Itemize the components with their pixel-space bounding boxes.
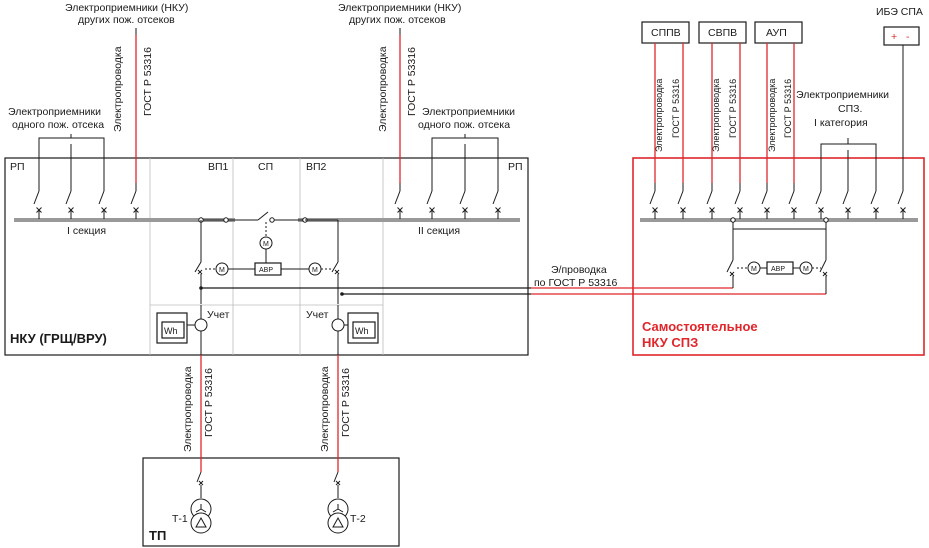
- consumers-spz-line3: I категория: [814, 117, 868, 129]
- t1-label: Т-1: [172, 513, 188, 525]
- spz-ats-assembly: M АВР M: [726, 217, 829, 277]
- wire-label-1: Э/проводка: [551, 264, 607, 276]
- nku-spz-title-line1: Самостоятельное: [642, 319, 758, 334]
- consumers-spz-line1: Электроприемники: [796, 89, 889, 101]
- sp-motor-icon: M: [263, 241, 269, 248]
- vp1-label: ВП1: [208, 161, 229, 173]
- tp-title: ТП: [149, 528, 166, 543]
- consumers-one-right-line1: Электроприемники: [422, 106, 515, 118]
- tp-frame: [142, 457, 400, 547]
- meter-left: Wh: [156, 305, 208, 355]
- ibe-minus: -: [906, 31, 910, 43]
- sppv-gost-label: ГОСТ Р 53316: [671, 79, 681, 138]
- consumers-spz-line2: СПЗ.: [838, 103, 862, 115]
- rp-left-label: РП: [10, 161, 25, 173]
- t1-gost-label: ГОСТ Р 53316: [203, 368, 215, 437]
- left-gost-label: ГОСТ Р 53316: [142, 47, 154, 116]
- spz-consumer-feeders: [820, 150, 877, 183]
- aup-box: [754, 21, 803, 44]
- nku-spz-title-line2: НКУ СПЗ: [642, 335, 698, 350]
- aup-label: АУП: [766, 27, 787, 39]
- wire-label-2: по ГОСТ Р 53316: [534, 277, 618, 289]
- avr-main-label: АВР: [259, 267, 273, 274]
- transformer-t1: [190, 471, 212, 534]
- wh-right-label: Wh: [355, 326, 369, 336]
- right-wiring-label: Электропроводка: [377, 46, 389, 132]
- spz-motor-left-icon: M: [751, 266, 757, 273]
- spz-red-feeders: [654, 43, 904, 183]
- svpv-wiring-label: Электропроводка: [711, 79, 721, 152]
- right-gost-label: ГОСТ Р 53316: [406, 47, 418, 116]
- nku-spz-frame: [632, 157, 925, 356]
- sppv-label: СППВ: [651, 27, 681, 39]
- sp-label: СП: [258, 161, 273, 173]
- svpv-gost-label: ГОСТ Р 53316: [728, 79, 738, 138]
- sectional-breaker: M: [198, 211, 308, 263]
- t2-wiring-label: Электропроводка: [319, 366, 331, 452]
- t1-wiring-label: Электропроводка: [182, 366, 194, 452]
- aup-wiring-label: Электропроводка: [767, 79, 777, 152]
- uchet-left-label: Учет: [207, 309, 230, 321]
- aup-gost-label: ГОСТ Р 53316: [783, 79, 793, 138]
- vp2-motor-icon: M: [312, 267, 318, 274]
- right-feeders: [394, 144, 501, 220]
- consumers-nku-left-line1: Электроприемники (НКУ): [65, 2, 188, 14]
- rp-right-label: РП: [508, 161, 523, 173]
- t2-gost-label: ГОСТ Р 53316: [340, 368, 352, 437]
- svpv-box: [698, 21, 747, 44]
- section-2-label: II секция: [418, 225, 460, 237]
- left-feeders: [33, 144, 139, 220]
- meter-right: Wh: [331, 305, 379, 355]
- avr-spz-label: АВР: [771, 266, 785, 273]
- wh-left-label: Wh: [164, 326, 178, 336]
- transformer-t2: [327, 471, 349, 534]
- consumers-nku-right-line1: Электроприемники (НКУ): [338, 2, 461, 14]
- spz-motor-right-icon: M: [803, 266, 809, 273]
- consumers-one-left-line2: одного пож. отсека: [12, 119, 104, 131]
- consumers-one-right-line2: одного пож. отсека: [418, 119, 510, 131]
- ibe-label: ИБЭ СПА: [876, 6, 923, 18]
- consumers-one-left-line1: Электроприемники: [8, 106, 101, 118]
- spz-breakers: [649, 182, 906, 220]
- consumers-nku-left-line2: других пож. отсеков: [78, 14, 175, 26]
- sppv-box: [641, 21, 690, 44]
- main-ats-assembly: M АВР M: [194, 219, 340, 304]
- vp2-label: ВП2: [306, 161, 327, 173]
- vp1-motor-icon: M: [219, 267, 225, 274]
- t2-label: Т-2: [350, 513, 366, 525]
- sppv-wiring-label: Электропроводка: [654, 79, 664, 152]
- ibe-plus: +: [891, 31, 897, 43]
- consumers-nku-right-line2: других пож. отсеков: [349, 14, 446, 26]
- svpv-label: СВПВ: [708, 27, 737, 39]
- ibe-box: [883, 26, 920, 46]
- left-wiring-label: Электропроводка: [112, 46, 124, 132]
- nku-main-title: НКУ (ГРЩ/ВРУ): [10, 331, 107, 346]
- nku-main-frame: [4, 157, 529, 356]
- section-1-label: I секция: [67, 225, 106, 237]
- uchet-right-label: Учет: [306, 309, 329, 321]
- feed-to-spz: [199, 276, 827, 296]
